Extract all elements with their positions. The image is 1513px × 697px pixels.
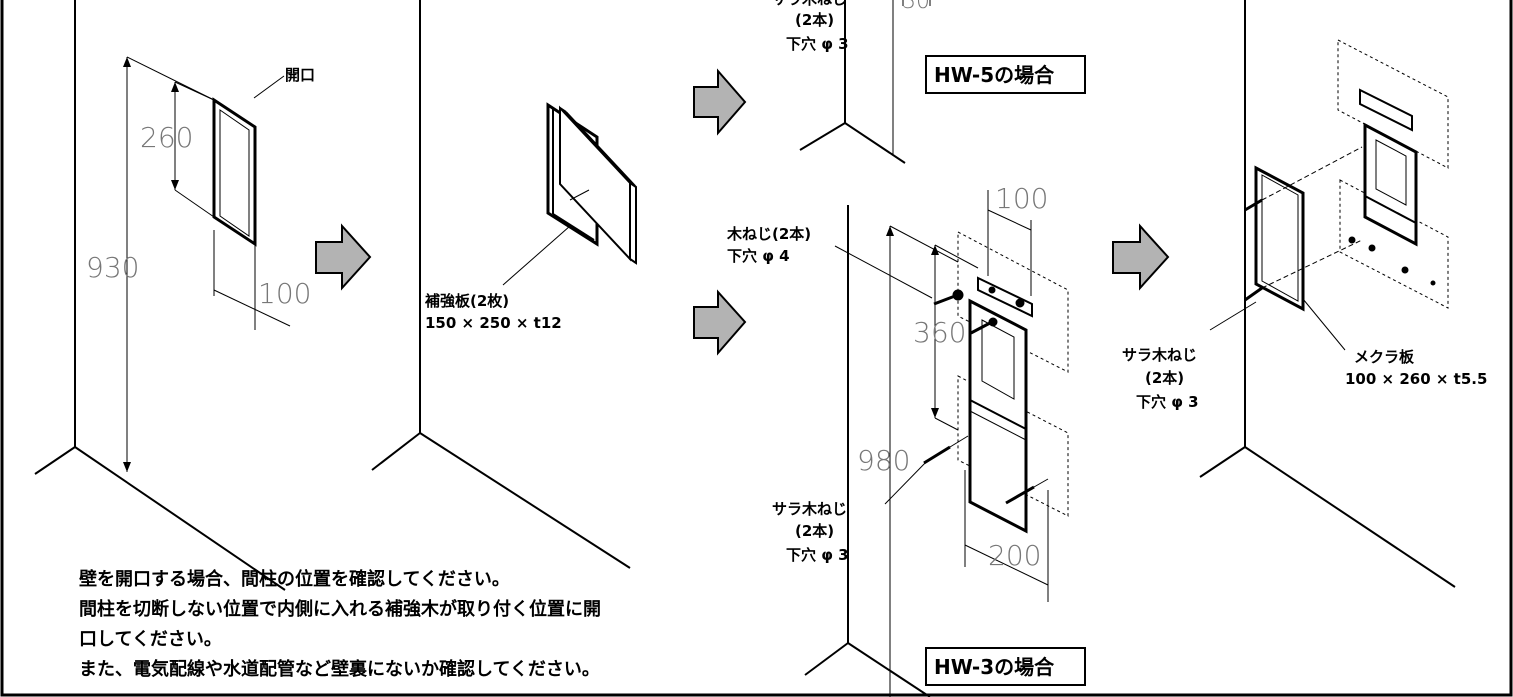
plate-label: メクラ板: [1354, 348, 1415, 366]
hw3-wood-screw-hole: 下穴 φ 4: [727, 247, 790, 265]
floor-line-left: [371, 432, 421, 471]
hw5-title-box: [925, 55, 1086, 94]
dim-opening-height: 260: [140, 121, 193, 154]
hw3-screw-count: (2本): [795, 522, 834, 540]
device-plate: [968, 298, 1028, 534]
flat-screw-left: [923, 435, 969, 465]
p4-screw-count: (2本): [1145, 369, 1184, 387]
flat-screw-right: [1005, 478, 1049, 505]
plate-size: 100 × 260 × t5.5: [1345, 370, 1487, 388]
reinforcement-board: [559, 105, 631, 262]
mounting-bracket: [1359, 88, 1413, 132]
stud-lower-dashed: [957, 375, 1069, 517]
floor-line-right: [844, 122, 906, 164]
note-line-2: 間柱を切断しない位置で内側に入れる補強木が取り付く位置に開: [79, 598, 601, 620]
note-line-3: 口してください。: [79, 629, 222, 650]
floor-line-right: [419, 432, 631, 569]
panel-3-hw5: [799, 0, 931, 164]
panel-4-blank-plate: [1199, 0, 1456, 588]
hw3-dim-top: 100: [995, 182, 1048, 215]
floor-line-left: [799, 122, 846, 151]
stud-upper-dashed: [957, 231, 1069, 373]
floor-line-right: [847, 642, 931, 697]
arrow-right-2a: [693, 68, 747, 136]
reinforcement-size: 150 × 250 × t12: [425, 314, 562, 332]
p4-screw-hole: 下穴 φ 3: [1136, 393, 1199, 411]
hw3-title-box: [925, 647, 1086, 686]
hw5-title: HW-5の場合: [934, 63, 1055, 87]
hw3-dim-mid: 360: [913, 316, 966, 349]
arrow-right-3: [1112, 223, 1170, 291]
opening-label: 開口: [285, 66, 315, 84]
hw3-screw-hole: 下穴 φ 3: [786, 546, 849, 564]
panel-2-reinforcement: [371, 0, 637, 569]
floor-line-left: [1199, 446, 1246, 478]
floor-line-right: [1244, 446, 1456, 588]
hw5-screw-hole: 下穴 φ 3: [786, 35, 849, 53]
hw3-wood-screw-label: 木ねじ(2本): [726, 225, 811, 243]
hw5-screw-count: (2本): [795, 11, 834, 29]
floor-line-left: [34, 446, 76, 475]
p4-screw-label: サラ木ねじ: [1122, 346, 1197, 364]
reinforcement-label: 補強板(2枚): [424, 292, 509, 310]
device-plate: [1363, 122, 1418, 247]
wood-screw-upper: [933, 289, 964, 306]
note-line-4: また、電気配線や水道配管など壁裏にないか確認してください。: [79, 658, 600, 680]
dim-opening-width: 100: [258, 277, 311, 310]
opening-inner: [219, 109, 250, 237]
arrow-right-1: [315, 223, 372, 291]
floor-line-left: [804, 642, 849, 676]
hw5-screw-label: サラ木ねじ: [772, 0, 847, 8]
wood-screw-lower: [970, 317, 998, 335]
panel-3-hw3: [804, 190, 1069, 697]
hw3-dim-floor: 980: [857, 444, 910, 477]
dim-floor-height: 930: [86, 251, 139, 284]
arrow-right-2b: [693, 289, 747, 356]
stud-lower-dashed: [1339, 179, 1449, 309]
hw5-dim-partial: 30: [902, 0, 930, 14]
floor-line-right: [74, 446, 286, 591]
hw3-title: HW-3の場合: [934, 655, 1055, 679]
hw3-dim-bottom: 200: [988, 539, 1041, 572]
stud-upper-dashed: [1337, 39, 1449, 169]
hw3-screw-label: サラ木ねじ: [772, 500, 847, 518]
note-line-1: 壁を開口する場合、間柱の位置を確認してください。: [79, 568, 510, 590]
panel-1-opening: [34, 0, 291, 591]
